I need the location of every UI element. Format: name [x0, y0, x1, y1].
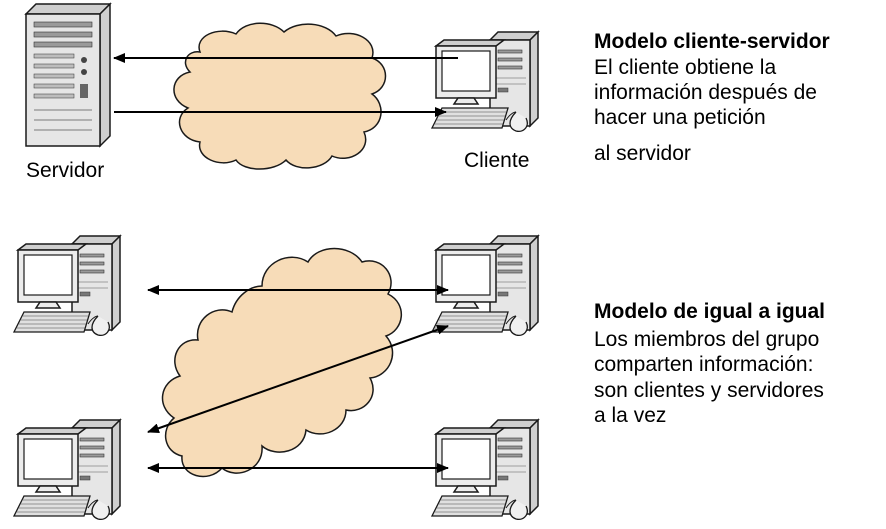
server-icon — [24, 2, 112, 148]
peer-computer-icon — [13, 235, 121, 337]
peer-computer-icon — [431, 235, 539, 337]
server-label: Servidor — [26, 159, 104, 182]
cloud-icon — [161, 247, 403, 478]
client-label: Cliente — [464, 149, 529, 172]
peer-to-peer-title: Modelo de igual a igual — [594, 300, 825, 323]
peer-computer-icon — [13, 419, 121, 521]
peer-to-peer-desc-line: son clientes y servidores — [594, 379, 824, 402]
peer-computer-icon — [431, 419, 539, 521]
peer-to-peer-desc-line: comparten información: — [594, 353, 813, 376]
cloud-icon — [173, 22, 387, 170]
client-server-desc-line: El cliente obtiene la — [594, 56, 776, 79]
client-computer-icon — [431, 31, 539, 133]
client-server-title: Modelo cliente-servidor — [594, 30, 830, 53]
peer-to-peer-desc-line: Los miembros del grupo — [594, 328, 819, 351]
peer-to-peer-desc-line: a la vez — [594, 404, 666, 427]
client-server-desc-line: hacer una petición — [594, 106, 766, 129]
client-server-desc-line: información después de — [594, 81, 817, 104]
peer-arrow — [147, 324, 449, 434]
client-server-desc-line: al servidor — [594, 142, 691, 165]
